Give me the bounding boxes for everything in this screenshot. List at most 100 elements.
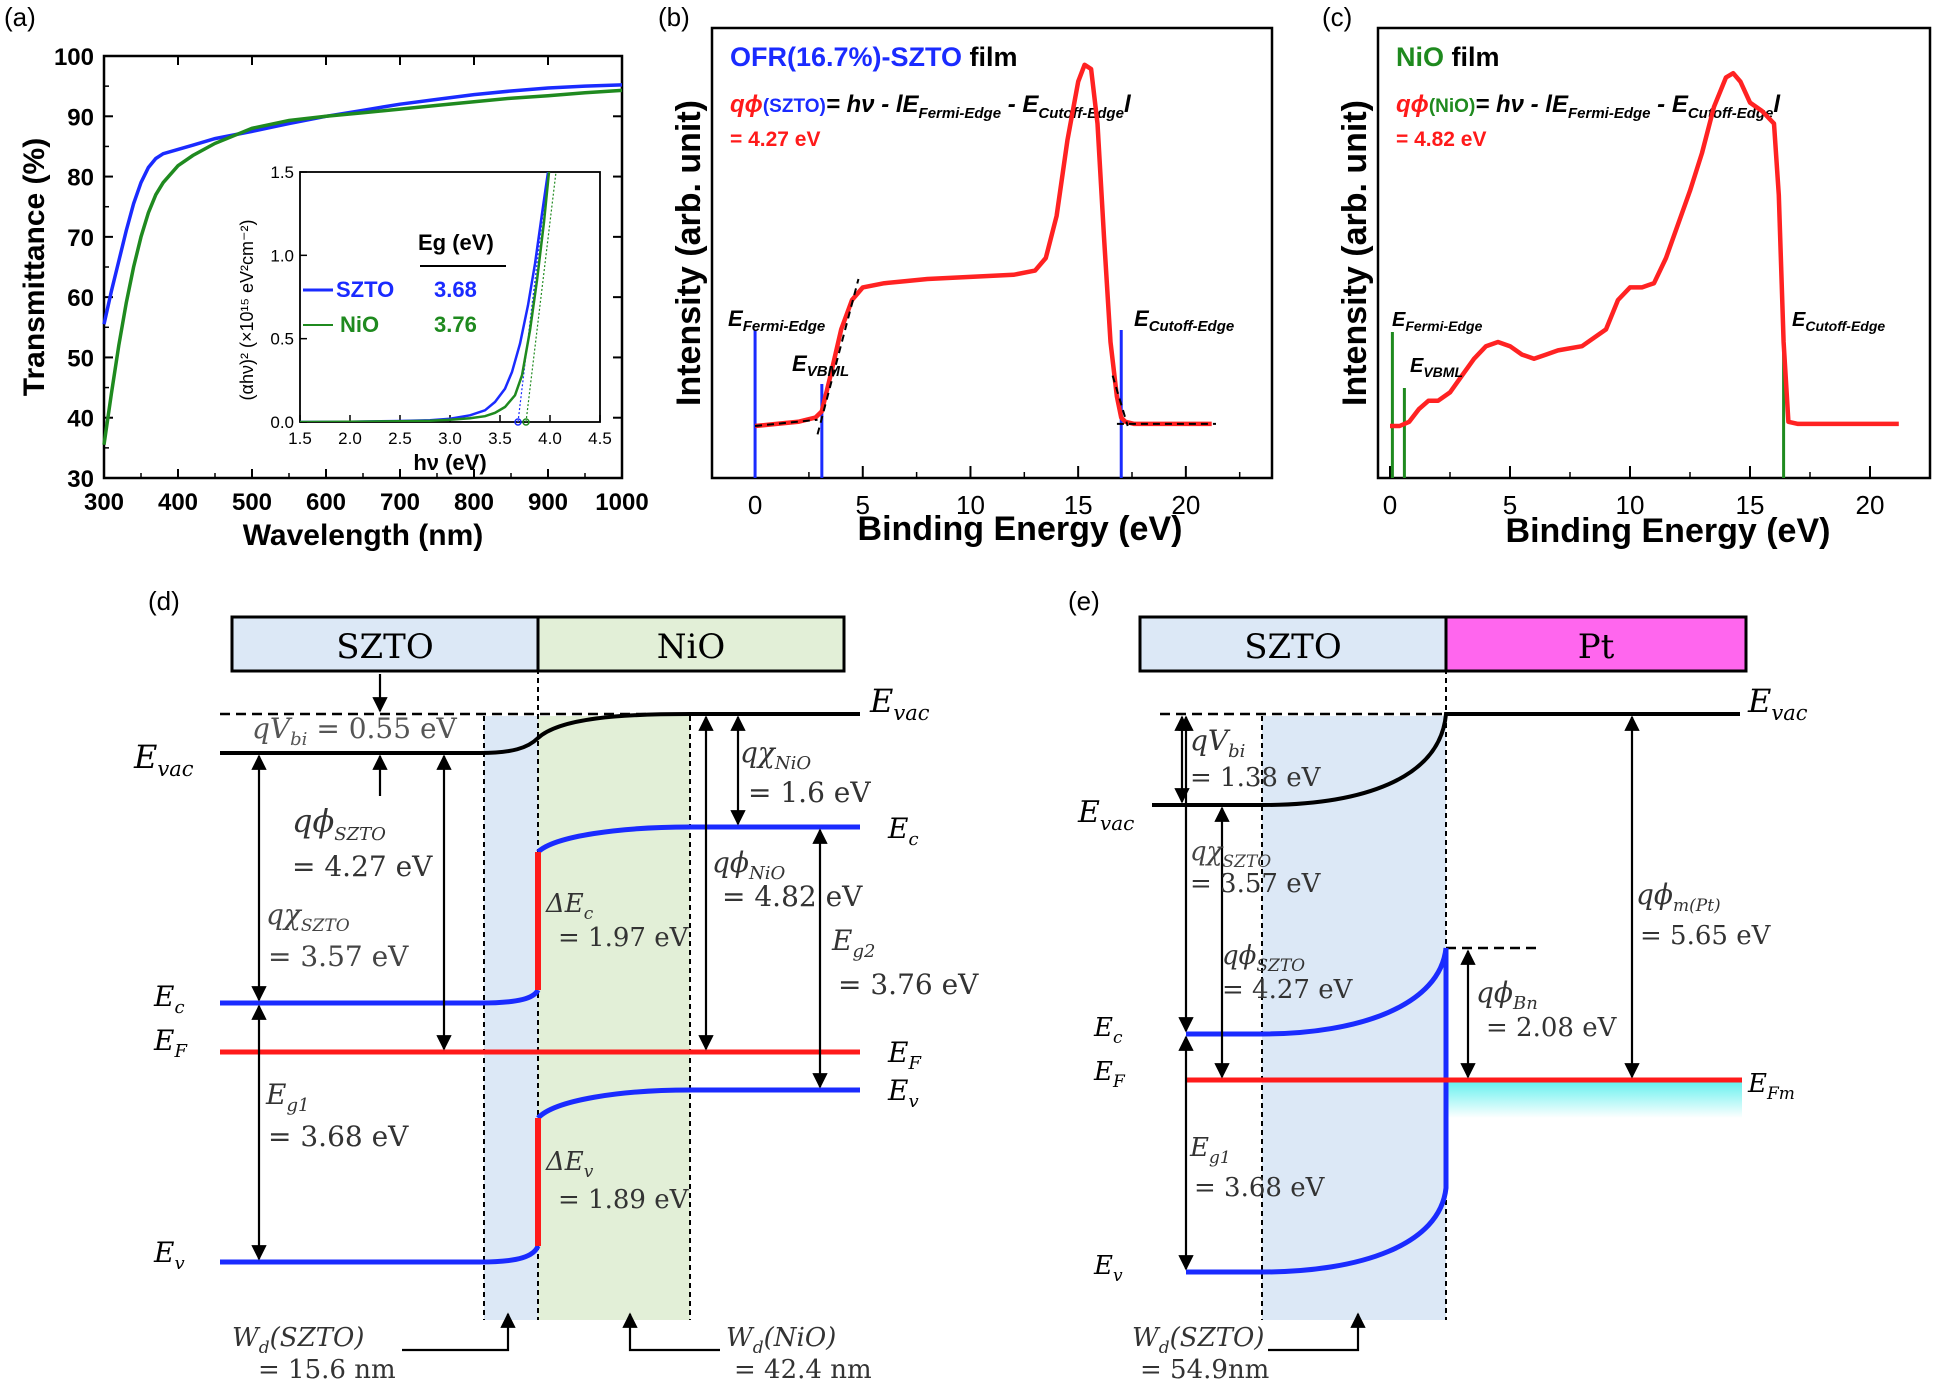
legend-label-nio: NiO — [340, 312, 379, 337]
formula-lhs-b: qϕ — [730, 91, 763, 118]
label-phi-szto-val-e: = 4.27 eV — [1222, 975, 1354, 1005]
label-dec-sub-d: c — [584, 904, 594, 924]
y-tick-label-a: 30 — [67, 466, 94, 493]
label-ec-left-d: Ec — [153, 980, 185, 1018]
label-phi-szto-sub-e: SZTO — [1256, 956, 1305, 976]
label-chi-szto-e: qχSZTO — [1190, 837, 1271, 872]
label-dec-d: ΔEc — [545, 889, 594, 924]
panel-label-c: (c) — [1322, 2, 1352, 32]
label-wd-szto-e: Wd(SZTO) — [1132, 1323, 1264, 1358]
label-vbi-main-d: qV — [252, 712, 293, 745]
label-phi-szto-e: qϕSZTO — [1222, 941, 1305, 976]
label-phi-szto-main-d: qϕ — [292, 802, 334, 840]
label-eg1-val-d: = 3.68 eV — [268, 1120, 409, 1153]
label-ef-left-sub-d: F — [173, 1041, 188, 1062]
label-ev-left-e: Ev — [1093, 1251, 1123, 1286]
label-wd-szto-sub-e: d — [1159, 1338, 1170, 1358]
label-ev-right-main-d: E — [887, 1074, 908, 1107]
label-phi-nio-main-d: qϕ — [712, 846, 749, 879]
x-tick-label-a: 500 — [232, 489, 272, 516]
marker-name-fermi-b: E — [728, 306, 744, 331]
conduction-band-e — [1186, 947, 1449, 1037]
inset-y-tick-label: 1.0 — [270, 246, 294, 265]
markers-c — [1390, 332, 1786, 478]
marker-name-vbml-b: E — [792, 351, 808, 376]
series-line-nio-a — [102, 88, 623, 446]
label-phi-m-val-e: = 5.65 eV — [1640, 921, 1772, 951]
label-wd-szto-val-e: = 54.9nm — [1140, 1355, 1269, 1380]
series-b — [754, 62, 1216, 435]
x-tick-label-a: 600 — [306, 489, 346, 516]
panel-label-a: (a) — [4, 2, 36, 32]
x-axis-label-c: Binding Energy (eV) — [1506, 512, 1831, 550]
label-dec-val-d: = 1.97 eV — [558, 923, 690, 953]
marker-name-cutoff-c: E — [1792, 309, 1806, 331]
depletion-region-nio-d — [538, 716, 690, 1320]
inset-x-tick-label: 3.5 — [488, 429, 512, 448]
label-chi-szto-main-e: qχ — [1190, 837, 1225, 867]
inset-fit-line-szto — [517, 171, 549, 423]
label-ec-right-main-d: E — [887, 812, 908, 845]
label-phi-szto-sub-d: SZTO — [334, 824, 386, 845]
label-phi-nio-d: qϕNiO — [712, 846, 786, 884]
conduction-band-nio-d — [536, 824, 860, 854]
label-eg2-d: Eg2 — [831, 924, 875, 962]
valence-band-e — [1186, 948, 1449, 1275]
label-phi-nio-val-d: = 4.82 eV — [722, 880, 863, 913]
formula-end-c: l — [1773, 91, 1781, 118]
label-ev-right-d: Ev — [887, 1074, 919, 1112]
label-chi-nio-val-d: = 1.6 eV — [748, 776, 871, 809]
label-eg1-main-d: E — [265, 1078, 286, 1111]
label-ef-left-d: EF — [153, 1024, 188, 1062]
y-axis-label-a: Transmittance (%) — [18, 138, 51, 396]
y-axis-label-b: Intensity (arb. unit) — [670, 100, 708, 406]
label-evac-left-d: Evac — [133, 738, 194, 781]
label-chi-szto-val-d: = 3.57 eV — [268, 940, 409, 973]
baseline-fit-left-b — [754, 418, 818, 427]
x-tick-label-a: 800 — [454, 489, 494, 516]
marker-label-fermi-b: EFermi-Edge — [728, 306, 825, 335]
y-tick-label-a: 80 — [67, 165, 94, 192]
label-phi-szto-val-d: = 4.27 eV — [292, 850, 433, 883]
x-tick-label-a: 400 — [158, 489, 198, 516]
label-dev-val-d: = 1.89 eV — [558, 1185, 690, 1215]
label-eg1-sub-d: g1 — [286, 1095, 309, 1116]
axis-ticks-a — [103, 55, 623, 479]
inset-x-axis-label: hν (eV) — [413, 450, 486, 475]
label-efm-e: EFm — [1747, 1069, 1795, 1104]
label-vbi-d: qVbi = 0.55 eV — [252, 712, 458, 750]
x-tick-label-c: 10 — [1616, 490, 1645, 520]
series-a — [102, 83, 623, 446]
label-evac-right-d: Evac — [869, 682, 930, 725]
label-ef-left-sub-e: F — [1112, 1072, 1126, 1092]
value-c: = 4.82 eV — [1396, 128, 1487, 151]
header-label-nio-d: NiO — [657, 627, 726, 667]
label-wd-szto-main-d: W — [232, 1323, 261, 1353]
y-tick-label-a: 90 — [67, 104, 94, 131]
label-ec-left-main-e: E — [1093, 1013, 1113, 1043]
label-dev-sub-d: v — [584, 1162, 594, 1182]
inset-y-tick-label: 1.5 — [270, 163, 294, 182]
x-axis-label-b: Binding Energy (eV) — [858, 510, 1183, 548]
marker-name-vbml-c: E — [1410, 355, 1424, 377]
inset-y-tick-label: 0.0 — [270, 413, 294, 432]
label-evac-right-e: Evac — [1747, 682, 1808, 725]
marker-label-fermi-c: EFermi-Edge — [1392, 309, 1483, 334]
inset-frame — [299, 171, 601, 423]
y-tick-label-a: 50 — [67, 345, 94, 372]
edge-fit-vbml-b — [816, 278, 860, 435]
x-tick-label-b: 20 — [1171, 490, 1200, 520]
label-phi-szto-main-e: qϕ — [1222, 941, 1257, 971]
markers-b — [753, 330, 1123, 478]
label-phi-m-main-e: qϕ — [1636, 878, 1673, 911]
label-ev-left-main-e: E — [1093, 1251, 1113, 1281]
label-chi-szto-main-d: qχ — [266, 898, 303, 931]
title-b: OFR(16.7%)-SZTO film — [730, 42, 1018, 72]
depletion-region-szto-d — [484, 716, 538, 1320]
y-axis-label-c: Intensity (arb. unit) — [1336, 100, 1374, 406]
vacuum-level-e — [1152, 712, 1740, 807]
